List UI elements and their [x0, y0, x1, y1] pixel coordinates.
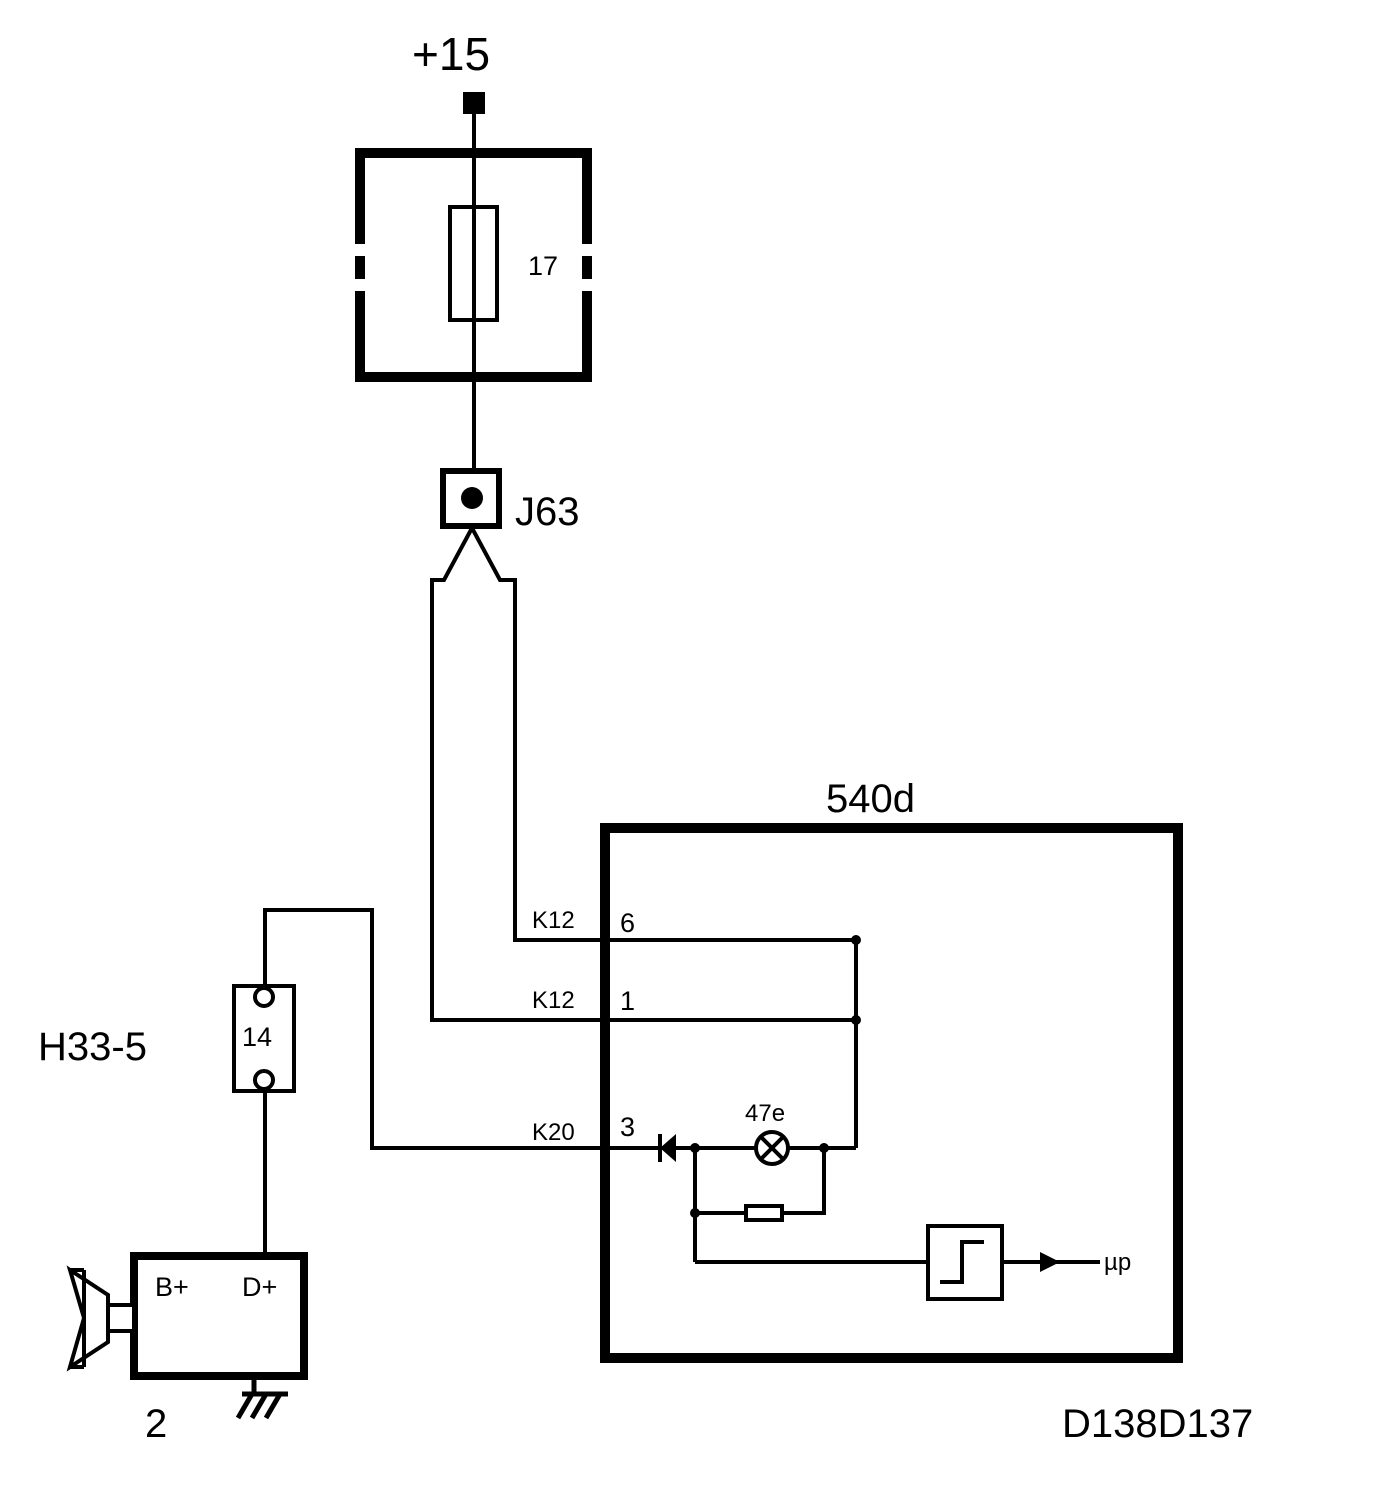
supply-label: +15	[412, 28, 490, 80]
alternator-d-plus: D+	[242, 1272, 277, 1302]
schmitt-trigger	[926, 1224, 1004, 1301]
j63-junction	[461, 487, 483, 509]
pulley-icon	[66, 1265, 136, 1372]
control-unit-540d	[600, 823, 1183, 1363]
alternator-b-plus: B+	[155, 1272, 189, 1302]
connector-h33-pin: 14	[242, 1022, 272, 1052]
fuse-label: 17	[528, 251, 558, 281]
warning-lamp-icon	[754, 1130, 790, 1166]
control-unit-label: 540d	[826, 777, 915, 821]
resistor	[744, 1204, 784, 1222]
wire-to-pin1	[430, 527, 856, 1022]
ground-icon	[235, 1378, 288, 1420]
supply-terminal	[463, 92, 485, 114]
connector-h33-label: H33-5	[38, 1025, 147, 1069]
diagram-id: D138D137	[1062, 1402, 1253, 1446]
step-icon	[940, 1240, 984, 1284]
pin6-connector: K12	[532, 907, 575, 934]
pin6-number: 6	[620, 908, 635, 938]
arrow-icon	[1040, 1252, 1060, 1272]
microprocessor-label: µp	[1104, 1249, 1131, 1276]
diode	[658, 1134, 676, 1162]
wire-to-pin6	[470, 527, 856, 942]
fuse-box	[355, 148, 592, 382]
pin1-connector: K12	[532, 987, 575, 1014]
alternator-label: 2	[145, 1402, 167, 1446]
pin1-number: 1	[620, 986, 635, 1016]
pin3-number: 3	[620, 1112, 635, 1142]
warning-lamp-label: 47e	[745, 1100, 785, 1127]
wire-to-pin3	[263, 908, 660, 1150]
connector-j63-label: J63	[515, 490, 580, 534]
pin3-connector: K20	[532, 1119, 575, 1146]
